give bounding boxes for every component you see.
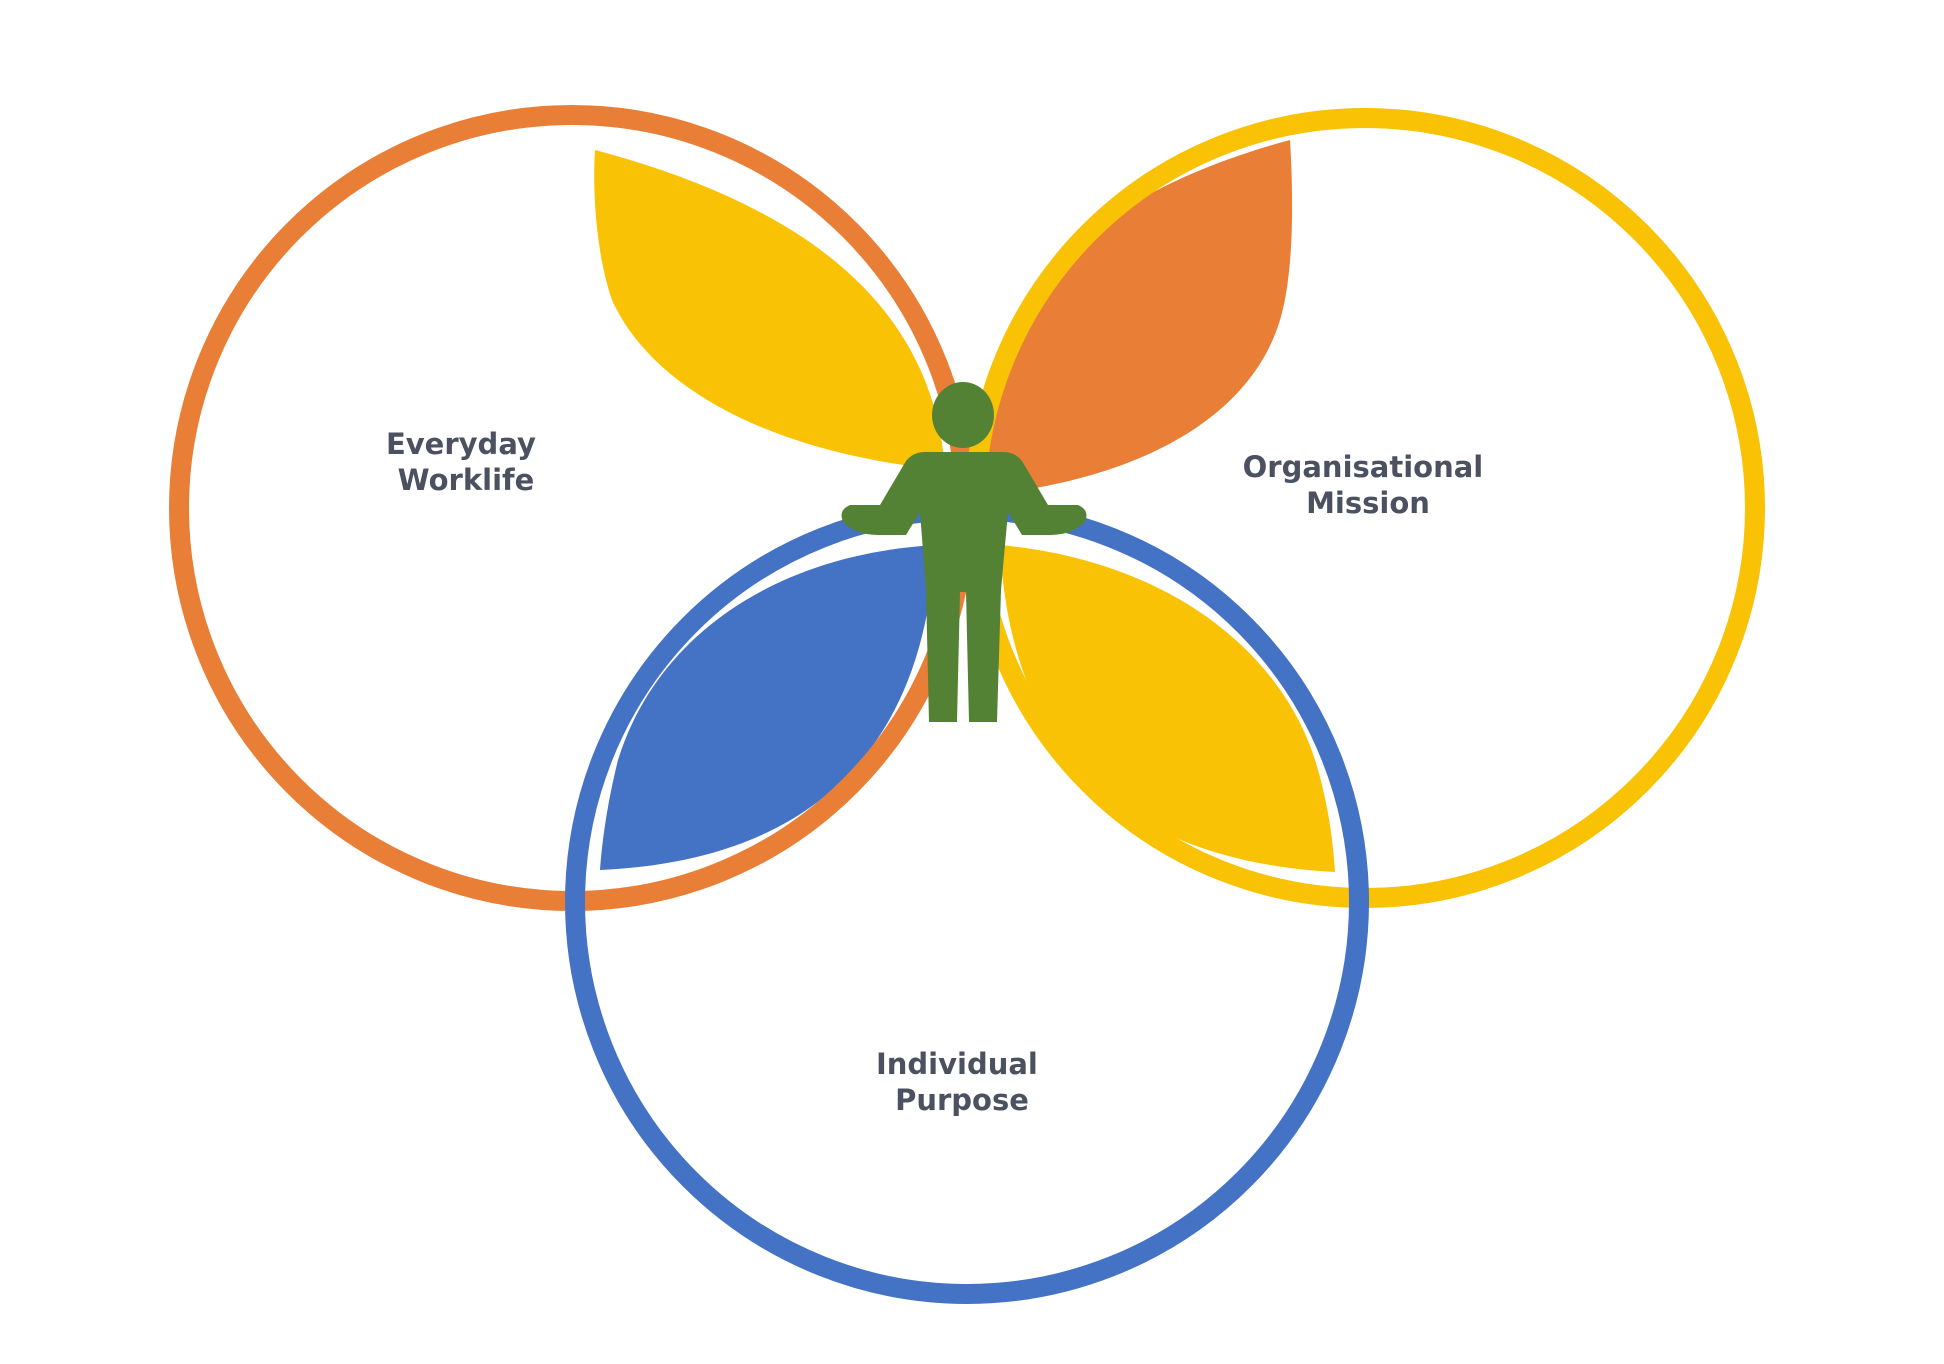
- petal-bottom-left: [600, 545, 935, 870]
- label-everyday-worklife: Everyday Worklife: [386, 427, 546, 497]
- petal-bottom-right: [1000, 545, 1335, 872]
- label-everyday-line1: Everyday: [386, 427, 536, 461]
- person-head: [932, 382, 994, 448]
- petals: [594, 140, 1335, 872]
- petal-top-left: [594, 150, 945, 470]
- petal-top-right: [984, 140, 1293, 495]
- label-organisational-mission: Organisational Mission: [1243, 450, 1494, 520]
- label-organisational-line1: Organisational: [1243, 450, 1484, 484]
- rings: [169, 105, 1765, 1304]
- labels: Everyday Worklife Organisational Mission…: [386, 427, 1494, 1117]
- person-body: [841, 452, 1087, 722]
- label-organisational-line2: Mission: [1306, 486, 1430, 520]
- label-individual-line1: Individual: [876, 1047, 1038, 1081]
- label-individual-line2: Purpose: [895, 1083, 1029, 1117]
- label-everyday-line2: Worklife: [398, 463, 535, 497]
- person-icon: [841, 382, 1087, 722]
- label-individual-purpose: Individual Purpose: [876, 1047, 1048, 1117]
